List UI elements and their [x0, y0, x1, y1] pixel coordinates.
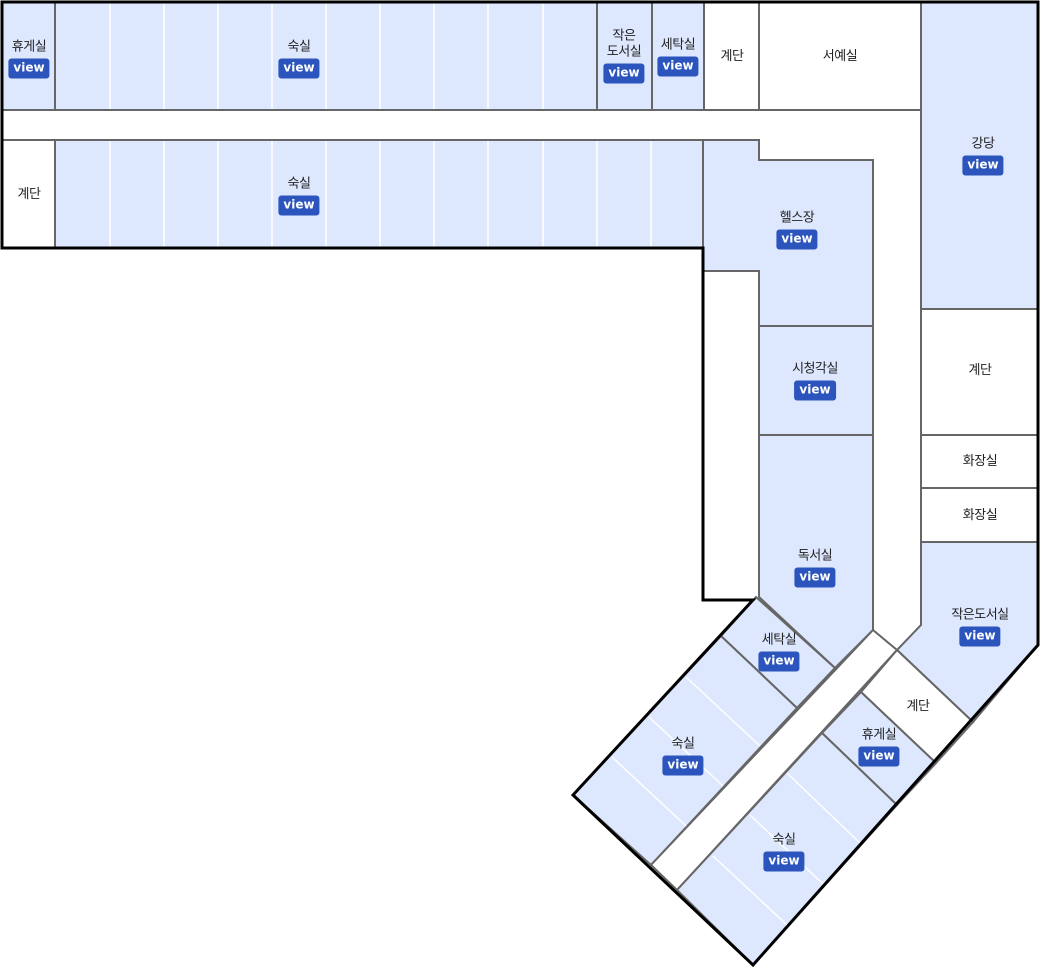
- view-button[interactable]: view: [959, 626, 1001, 647]
- dorm-dividers: [109, 3, 861, 926]
- room-label: 서예실: [822, 49, 858, 65]
- room-name: 세탁실: [761, 632, 797, 648]
- room-name: 독서실: [797, 548, 833, 564]
- room-label: 계단: [18, 187, 41, 203]
- room-label: 헬스장 view: [776, 210, 818, 250]
- room-label: 화장실: [962, 454, 998, 470]
- room-label: 계단: [721, 49, 744, 65]
- view-button[interactable]: view: [794, 567, 836, 588]
- view-button[interactable]: view: [858, 746, 900, 767]
- room-label: 작은도서실 view: [951, 607, 1009, 647]
- room-name: 세탁실: [660, 37, 696, 53]
- view-button[interactable]: view: [763, 851, 805, 872]
- room-name: 화장실: [962, 508, 998, 523]
- room-name: 휴게실: [861, 727, 897, 743]
- room-name: 숙실: [287, 176, 311, 192]
- view-button[interactable]: view: [662, 755, 704, 776]
- view-button[interactable]: view: [603, 63, 645, 84]
- room-name: 화장실: [962, 454, 998, 469]
- room-stairs-top: [703, 1, 760, 111]
- room-label: 휴게실 view: [858, 727, 900, 767]
- room-label: 강당 view: [962, 136, 1004, 176]
- room-label: 화장실: [962, 508, 998, 524]
- room-name: 휴게실: [11, 39, 47, 55]
- room-name: 서예실: [822, 49, 858, 64]
- view-button[interactable]: view: [278, 195, 320, 216]
- room-dorm-second[interactable]: [54, 139, 704, 249]
- room-calligraphy: [758, 1, 922, 111]
- room-name: 숙실: [671, 736, 695, 752]
- room-name-line2: 도서실: [606, 44, 642, 60]
- view-button[interactable]: view: [8, 58, 50, 79]
- room-label: 시청각실 view: [792, 362, 838, 401]
- room-name: 숙실: [287, 39, 311, 55]
- room-name: 시청각실: [792, 361, 838, 377]
- view-button[interactable]: view: [758, 651, 800, 672]
- room-name: 계단: [720, 49, 744, 64]
- room-label: 숙실 view: [278, 39, 320, 79]
- room-name: 계단: [968, 363, 992, 378]
- room-label: 숙실 view: [278, 176, 320, 216]
- room-name: 강당: [971, 136, 995, 152]
- view-button[interactable]: view: [657, 56, 699, 77]
- room-label: 숙실 view: [662, 736, 704, 776]
- room-label: 세탁실 view: [758, 632, 800, 672]
- room-name: 계단: [17, 187, 41, 202]
- room-name: 계단: [906, 699, 930, 714]
- room-name: 헬스장: [779, 210, 815, 226]
- room-label: 계단: [907, 699, 930, 715]
- room-label: 휴게실 view: [8, 39, 50, 79]
- room-restroom-1: [920, 434, 1039, 489]
- room-label: 독서실 view: [794, 548, 836, 588]
- room-label: 세탁실 view: [657, 37, 699, 77]
- view-button[interactable]: view: [278, 58, 320, 79]
- view-button[interactable]: view: [794, 380, 836, 401]
- room-name: 숙실: [772, 832, 796, 848]
- room-av[interactable]: [758, 325, 874, 436]
- room-label: 숙실 view: [763, 832, 805, 872]
- room-name-line1: 작은: [612, 28, 636, 44]
- room-name: 작은도서실: [951, 607, 1009, 623]
- room-label: 계단: [969, 363, 992, 379]
- view-button[interactable]: view: [776, 229, 818, 250]
- view-button[interactable]: view: [962, 155, 1004, 176]
